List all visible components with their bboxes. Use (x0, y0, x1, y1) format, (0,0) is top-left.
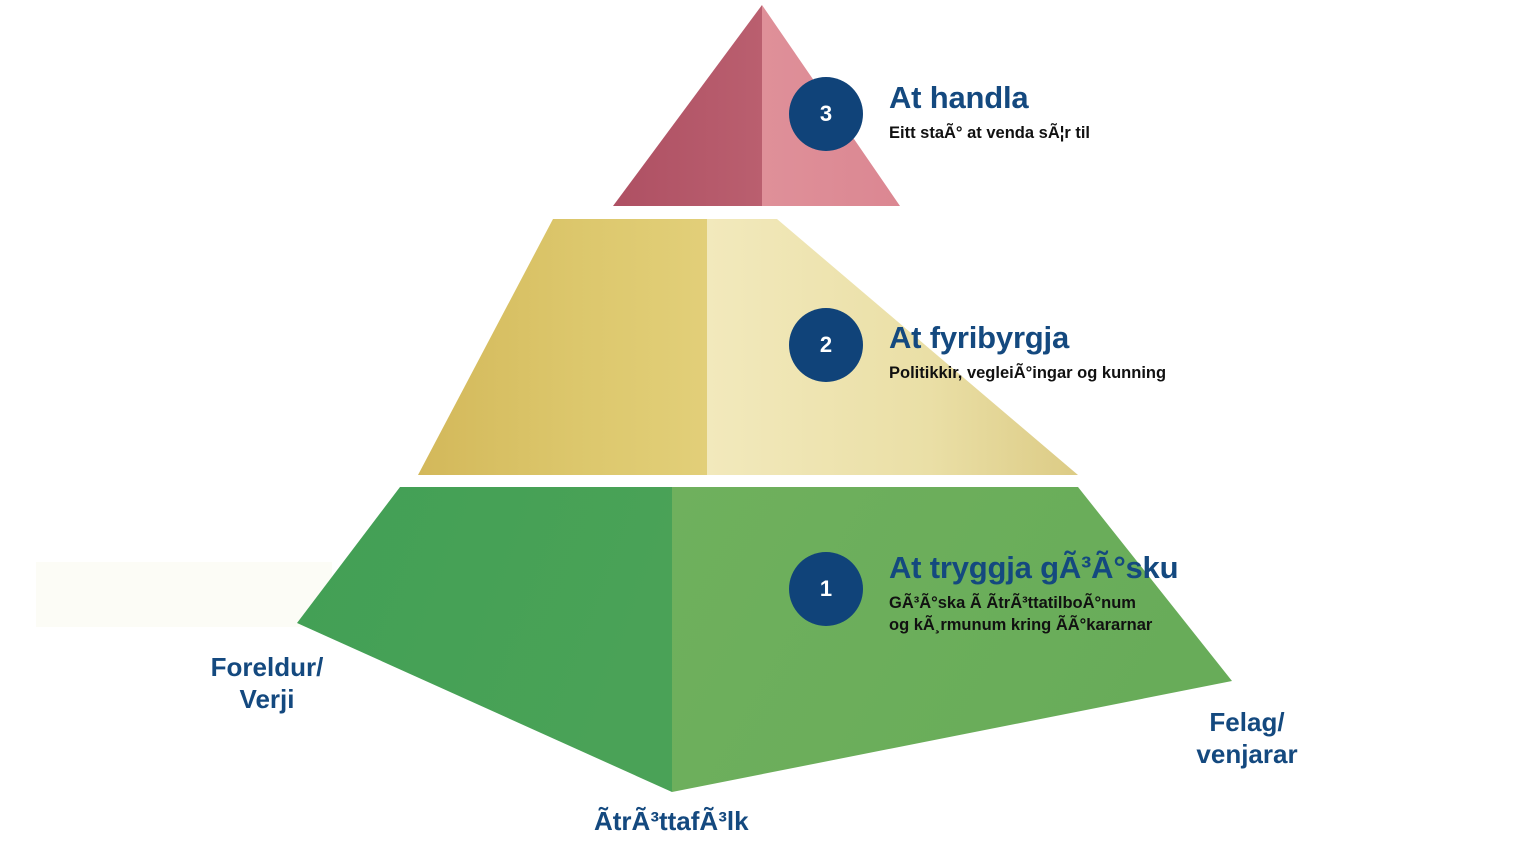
level-3-subtitle-line-1: Eitt staÃ° at venda sÃ¦r til (889, 123, 1091, 142)
level-1-subtitle: GÃ³Ã°ska Ã­ Ã­trÃ³ttatilboÃ°num og kÃ¸rm… (889, 592, 1178, 637)
pyramid-level-2[interactable] (418, 219, 1078, 475)
level-2-subtitle: Politikkir, vegleiÃ°ingar og kunning (889, 362, 1166, 384)
background-watermark (36, 562, 332, 627)
level-3-number: 3 (819, 101, 833, 126)
level-1-text-block: At tryggja gÃ³Ã°sku GÃ³Ã°ska Ã­ Ã­trÃ³tt… (889, 550, 1179, 637)
level-1-subtitle-line-1: GÃ³Ã°ska Ã­ Ã­trÃ³ttatilboÃ°num (889, 593, 1136, 612)
level-3-text-block: At handla Eitt staÃ° at venda sÃ¦r til (889, 80, 1090, 144)
level-2-title: At fyribyrgja (889, 320, 1069, 355)
level-2-number: 2 (819, 332, 833, 357)
level-2-left-face (418, 219, 707, 475)
level-2-number-badge[interactable]: 2 (789, 308, 863, 382)
level-3-number-badge[interactable]: 3 (789, 77, 863, 151)
corner-label-right: Felag/ venjarar (1173, 707, 1321, 770)
corner-label-bottom: ÃtrÃ³ttafÃ³lk (594, 806, 749, 836)
corner-label-left-line-1: Foreldur/ (210, 652, 324, 682)
level-1-subtitle-line-2: og kÃ¸rmunum kring Ã­Ã°kararnar (889, 615, 1153, 634)
corner-label-right-line-1: Felag/ (1209, 707, 1285, 737)
level-3-left-face (613, 5, 762, 206)
corner-label-left-line-2: Verji (239, 683, 295, 714)
level-1-number-badge[interactable]: 1 (789, 552, 863, 626)
level-1-left-face (297, 487, 672, 792)
corner-label-right-line-2: venjarar (1196, 738, 1298, 769)
level-2-text-block: At fyribyrgja Politikkir, vegleiÃ°ingar … (889, 320, 1166, 384)
level-1-title: At tryggja gÃ³Ã°sku (889, 550, 1179, 585)
level-2-subtitle-line-1: Politikkir, vegleiÃ°ingar og kunning (889, 363, 1167, 382)
level-3-title: At handla (889, 80, 1029, 115)
level-3-subtitle: Eitt staÃ° at venda sÃ¦r til (889, 122, 1090, 144)
level-2-right-face (707, 219, 1078, 475)
level-1-right-face (672, 487, 1232, 792)
level-1-number: 1 (819, 576, 833, 601)
pyramid-level-1[interactable] (297, 487, 1232, 792)
corner-label-left: Foreldur/ Verji (193, 652, 341, 715)
